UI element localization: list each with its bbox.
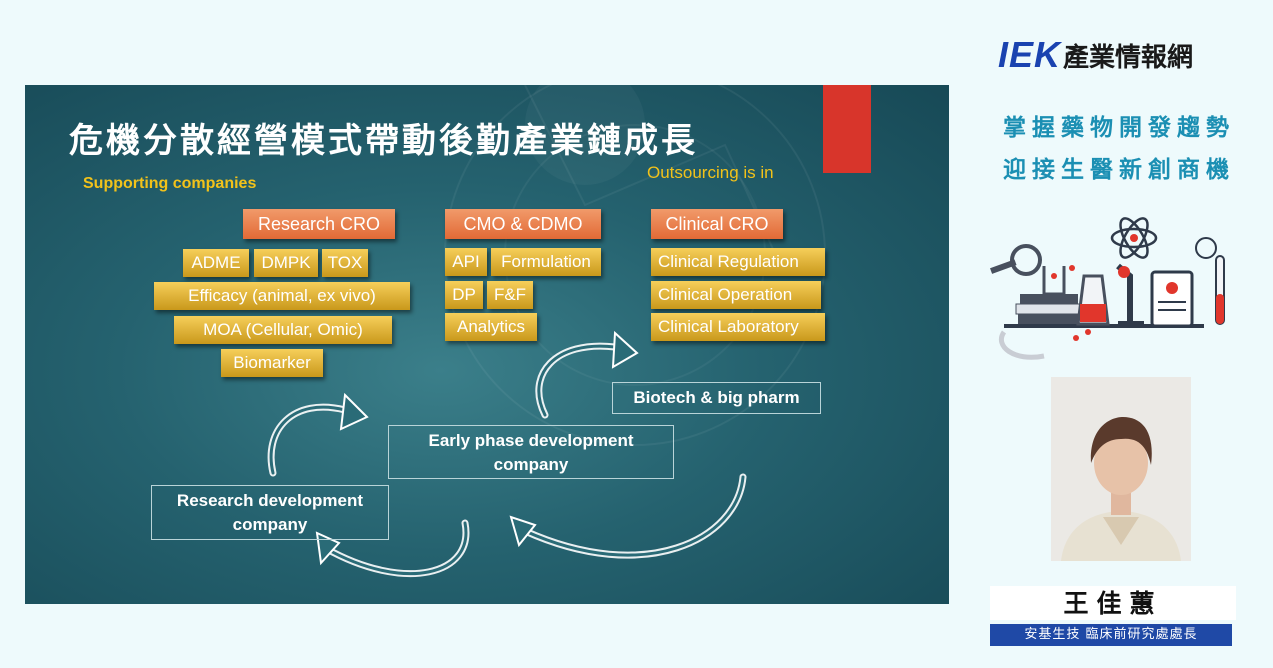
early-phase-line1: Early phase development xyxy=(428,431,634,450)
iek-brand-logo: IEK產業情報網 xyxy=(998,34,1194,75)
brand-logo-iek: IEK xyxy=(998,34,1062,75)
speaker-title: 安基生技 臨床前研究處處長 xyxy=(990,624,1232,646)
research-development-company-box: Research development company xyxy=(151,485,389,540)
cmo-cdmo-header: CMO & CDMO xyxy=(445,209,601,239)
item-clinical-operation: Clinical Operation xyxy=(651,281,821,309)
early-phase-line2: company xyxy=(493,455,569,474)
speaker-video xyxy=(1051,377,1191,561)
item-clinical-laboratory: Clinical Laboratory xyxy=(651,313,825,341)
slide-accent-bar xyxy=(823,85,871,173)
item-efficacy: Efficacy (animal, ex vivo) xyxy=(154,282,410,310)
slogan-line-2: 迎接生醫新創商機 xyxy=(1003,156,1235,183)
item-dmpk: DMPK xyxy=(254,249,318,277)
item-api: API xyxy=(445,248,487,276)
biotech-big-pharm-box: Biotech & big pharm xyxy=(612,382,821,414)
item-moa: MOA (Cellular, Omic) xyxy=(174,316,392,344)
item-biomarker: Biomarker xyxy=(221,349,323,377)
item-formulation: Formulation xyxy=(491,248,601,276)
slide-title: 危機分散經營模式帶動後勤產業鏈成長 xyxy=(69,121,698,161)
outsourcing-label: Outsourcing is in xyxy=(647,163,774,182)
early-phase-company-box: Early phase development company xyxy=(388,425,674,479)
item-ff: F&F xyxy=(487,281,533,309)
item-tox: TOX xyxy=(322,249,368,277)
lab-science-icon xyxy=(990,217,1225,360)
research-dev-line2: company xyxy=(232,515,308,534)
item-dp: DP xyxy=(445,281,483,309)
slogan-line-1: 掌握藥物開發趨勢 xyxy=(1003,114,1235,141)
speaker-portrait xyxy=(1051,377,1191,561)
item-analytics: Analytics xyxy=(445,313,537,341)
speaker-name: 王佳蕙 xyxy=(990,586,1236,620)
brand-name: 產業情報網 xyxy=(1063,42,1194,73)
item-clinical-regulation: Clinical Regulation xyxy=(651,248,825,276)
item-adme: ADME xyxy=(183,249,249,277)
clinical-cro-header: Clinical CRO xyxy=(651,209,783,239)
supporting-companies-label: Supporting companies xyxy=(83,175,257,192)
presentation-slide: 危機分散經營模式帶動後勤產業鏈成長 Supporting companies O… xyxy=(25,85,949,604)
research-dev-line1: Research development xyxy=(176,491,364,510)
research-cro-header: Research CRO xyxy=(243,209,395,239)
